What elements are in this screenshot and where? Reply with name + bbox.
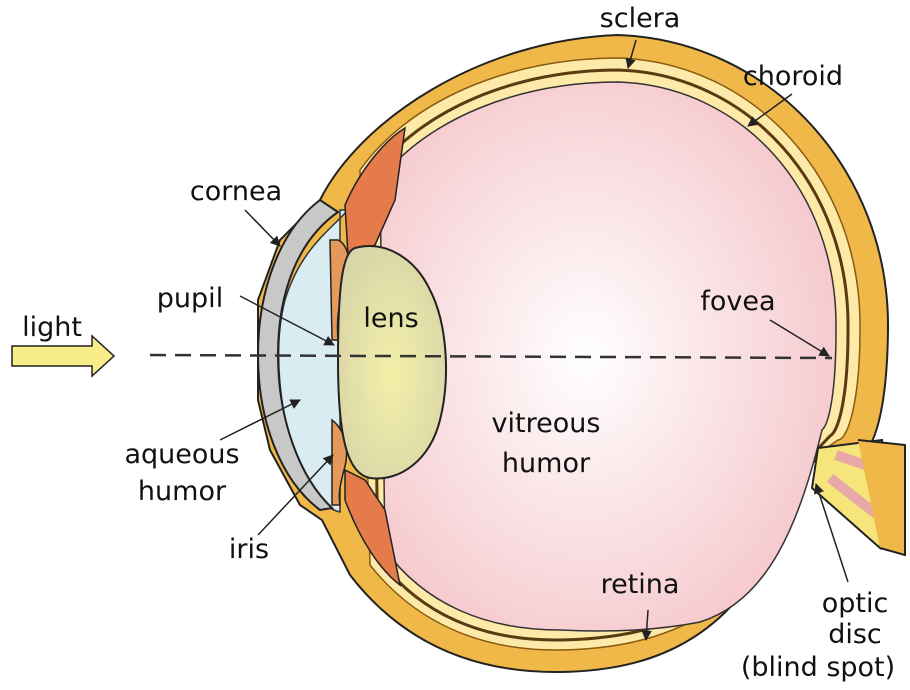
label-vitreous-2: humor — [502, 448, 591, 479]
label-iris: iris — [229, 534, 269, 565]
label-aqueous-1: aqueous — [124, 439, 239, 470]
label-fovea: fovea — [700, 286, 775, 317]
label-optic-1: optic — [822, 588, 889, 619]
label-choroid: choroid — [743, 61, 843, 92]
cornea-leader — [245, 210, 280, 246]
label-pupil: pupil — [157, 283, 223, 314]
label-cornea: cornea — [190, 176, 282, 207]
label-vitreous-1: vitreous — [492, 408, 601, 439]
label-optic-3: (blind spot) — [741, 652, 895, 683]
label-light: light — [22, 312, 82, 343]
label-sclera: sclera — [600, 3, 681, 34]
label-retina: retina — [601, 569, 680, 600]
label-aqueous-2: humor — [138, 476, 227, 507]
label-lens: lens — [363, 303, 418, 334]
label-optic-2: disc — [828, 619, 882, 650]
